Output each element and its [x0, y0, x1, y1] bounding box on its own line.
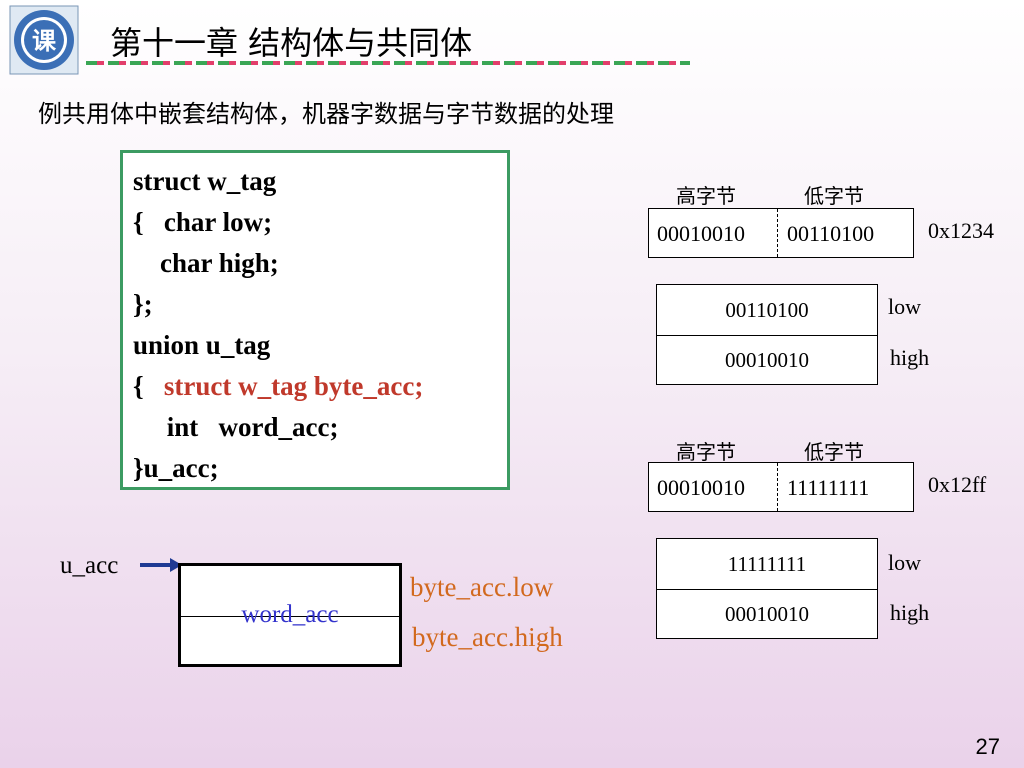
byte-divider — [777, 463, 778, 511]
mem-high-cell: 00010010 — [656, 335, 878, 385]
high-byte-caption: 高字节 — [676, 440, 736, 464]
high-tag: high — [890, 345, 930, 370]
hex-value: 0x12ff — [928, 472, 987, 497]
code-line: struct w_tag — [133, 166, 277, 196]
code-line: char high; — [133, 248, 279, 278]
high-tag: high — [890, 600, 930, 625]
high-byte-value: 00010010 — [657, 475, 745, 500]
slide-subtitle: 例共用体中嵌套结构体，机器字数据与字节数据的处理 — [38, 100, 614, 128]
union-memory-box: word_acc — [178, 563, 402, 667]
byte-acc-high-label: byte_acc.high — [412, 622, 563, 652]
mem-high-value: 00010010 — [725, 347, 809, 372]
code-line: }; — [133, 289, 153, 319]
low-byte-value: 11111111 — [787, 475, 870, 500]
page-number: 27 — [975, 734, 1000, 759]
mem-low-cell: 11111111 — [656, 538, 878, 590]
course-logo: 课 — [8, 4, 80, 76]
low-byte-caption: 低字节 — [804, 440, 864, 464]
code-line-highlight: { struct w_tag byte_acc; — [133, 371, 423, 401]
logo-seal-icon: 课 — [9, 5, 79, 75]
arrow-right-icon — [140, 558, 182, 572]
code-box: struct w_tag { char low; char high; }; u… — [120, 150, 510, 490]
word-acc-label: word_acc — [241, 601, 339, 628]
code-highlight: struct w_tag byte_acc; — [163, 371, 424, 401]
byte-acc-low-label: byte_acc.low — [410, 572, 554, 602]
code-line: }u_acc; — [133, 453, 219, 483]
code-line: union u_tag — [133, 330, 271, 360]
code-line: { char low; — [133, 207, 273, 237]
low-tag: low — [888, 294, 921, 319]
low-byte-value: 00110100 — [787, 221, 875, 246]
byte-split-line — [181, 616, 399, 617]
mem-low-value: 11111111 — [727, 551, 807, 576]
slide-title: 第十一章 结构体与共同体 — [110, 24, 473, 62]
word-value-box: 00010010 11111111 — [648, 462, 914, 512]
low-byte-caption: 低字节 — [804, 184, 864, 208]
byte-divider — [777, 209, 778, 257]
title-underline — [86, 61, 690, 65]
hex-value: 0x1234 — [928, 218, 994, 243]
code-line: int word_acc; — [133, 412, 339, 442]
low-tag: low — [888, 550, 921, 575]
code-prefix: { — [133, 371, 164, 401]
mem-low-value: 00110100 — [725, 297, 809, 322]
word-value-box: 00010010 00110100 — [648, 208, 914, 258]
mem-high-value: 00010010 — [725, 601, 809, 626]
high-byte-caption: 高字节 — [676, 184, 736, 208]
union-var-label: u_acc — [60, 552, 119, 579]
mem-low-cell: 00110100 — [656, 284, 878, 336]
high-byte-value: 00010010 — [657, 221, 745, 246]
mem-high-cell: 00010010 — [656, 589, 878, 639]
logo-text: 课 — [32, 27, 57, 55]
